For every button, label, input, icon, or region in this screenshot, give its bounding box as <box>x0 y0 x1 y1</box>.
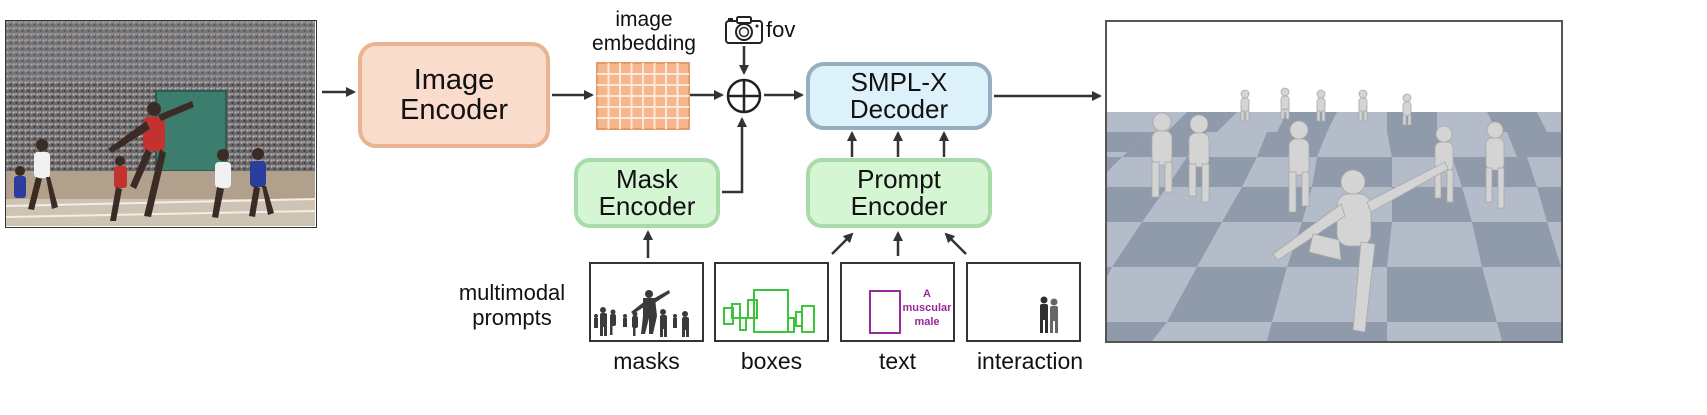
text-caption: text <box>878 348 917 374</box>
prompt-encoder-label-line1: Prompt <box>857 163 941 194</box>
interaction-silhouettes <box>1040 296 1058 333</box>
interaction-caption: interaction <box>976 348 1084 374</box>
output-render-panel <box>1105 20 1563 343</box>
stadium-photo-illustration <box>6 21 316 226</box>
caption-word-1: A <box>923 288 931 300</box>
image-embedding-label: image embedding <box>592 8 696 56</box>
image-encoder-label-line1: Image <box>413 63 495 96</box>
masks-caption: masks <box>613 348 680 374</box>
decoder-label-line2: Decoder <box>849 94 949 124</box>
smplx-decoder-block: SMPL-X Decoder <box>806 62 992 130</box>
checkerboard-scene <box>1107 22 1561 341</box>
arrow-interaction-to-prompt <box>944 232 967 255</box>
boxes-drawing <box>723 289 815 333</box>
mask-encoder-block: Mask Encoder <box>574 158 720 228</box>
masks-silhouettes <box>594 290 689 337</box>
text-panel: A muscular male <box>840 262 955 342</box>
text-person-box <box>869 290 901 334</box>
boxes-panel <box>714 262 829 342</box>
camera-icon <box>725 16 763 44</box>
prompt-encoder-label-line2: Encoder <box>850 191 948 221</box>
input-photo <box>5 20 317 228</box>
text-caption-block: A muscular male <box>900 288 954 329</box>
decoder-label-line1: SMPL-X <box>850 66 948 97</box>
mask-encoder-label-line1: Mask <box>615 163 679 194</box>
interaction-panel <box>966 262 1081 342</box>
masks-panel <box>589 262 704 342</box>
image-encoder-block: Image Encoder <box>358 42 550 148</box>
image-embedding-grid <box>596 62 690 130</box>
oplus-icon <box>726 78 762 114</box>
mask-encoder-label-line2: Encoder <box>598 191 696 221</box>
caption-word-3: male <box>914 315 940 328</box>
prompt-encoder-block: Prompt Encoder <box>806 158 992 228</box>
image-encoder-label-line2: Encoder <box>399 94 508 126</box>
fov-label: fov <box>766 17 796 42</box>
arrow-boxes-to-prompt <box>831 232 854 255</box>
boxes-caption: boxes <box>740 348 803 374</box>
arrow-mask-to-plus <box>722 117 747 194</box>
multimodal-prompts-label: multimodal prompts <box>458 280 566 331</box>
caption-word-2: muscular <box>902 301 952 314</box>
